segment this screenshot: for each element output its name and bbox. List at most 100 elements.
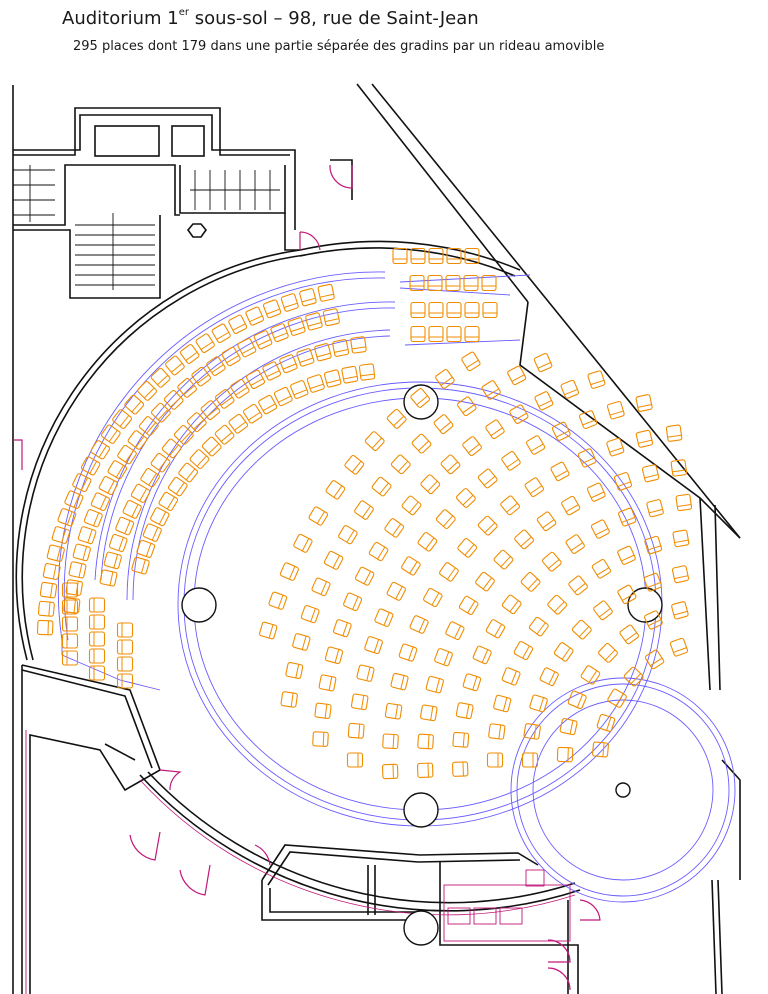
seat — [417, 733, 435, 750]
seat — [337, 524, 359, 546]
seat — [350, 693, 369, 711]
seat — [597, 642, 619, 664]
seat — [210, 322, 232, 344]
seat — [39, 581, 58, 599]
seat — [428, 247, 444, 265]
seat — [318, 674, 337, 692]
seat — [262, 298, 282, 319]
seat — [186, 411, 208, 433]
seat — [289, 379, 310, 400]
seat — [428, 325, 444, 343]
seat — [500, 666, 522, 687]
seat — [114, 516, 135, 536]
seat — [123, 393, 146, 416]
seat — [37, 600, 56, 617]
seat — [306, 373, 326, 394]
seat — [670, 600, 690, 620]
curtain-lines — [57, 271, 736, 903]
seat — [592, 599, 614, 622]
seat — [400, 494, 423, 517]
seat — [586, 481, 607, 503]
seat — [324, 479, 347, 501]
seat — [579, 664, 602, 686]
floor-plan — [12, 83, 741, 994]
seat — [220, 345, 242, 368]
central-seating — [258, 350, 693, 780]
seat — [533, 390, 555, 412]
seat — [464, 325, 480, 343]
seat — [425, 675, 445, 694]
seat — [456, 537, 478, 559]
seat — [291, 632, 311, 652]
seat — [410, 301, 426, 319]
seat — [46, 544, 66, 563]
seat — [439, 453, 462, 476]
seat — [392, 247, 408, 265]
seat — [313, 342, 333, 362]
seat — [546, 593, 569, 616]
seat — [486, 752, 504, 768]
seat — [314, 702, 332, 720]
seat — [307, 505, 329, 527]
seat — [484, 618, 507, 640]
seat — [645, 498, 665, 518]
seat — [410, 325, 426, 343]
seat — [385, 407, 408, 430]
seat — [433, 647, 454, 667]
seat — [354, 565, 376, 587]
seat — [332, 618, 353, 638]
seat — [61, 633, 79, 649]
seat — [455, 487, 477, 509]
seat — [317, 283, 336, 303]
seat — [83, 508, 104, 529]
seat — [179, 343, 201, 365]
seat — [99, 569, 118, 587]
seat — [157, 490, 179, 512]
seat — [427, 274, 443, 292]
seat — [242, 403, 264, 425]
seat — [121, 499, 143, 520]
seat — [464, 301, 480, 319]
seat — [552, 641, 575, 663]
seat — [103, 551, 123, 570]
seat — [422, 587, 444, 608]
seat — [499, 494, 521, 517]
seat — [88, 597, 106, 613]
seat — [500, 593, 523, 616]
seat — [72, 543, 92, 562]
seat — [88, 648, 106, 664]
seat — [323, 550, 345, 571]
seat — [452, 731, 470, 748]
seat — [90, 491, 111, 512]
seat — [88, 614, 106, 630]
seat — [456, 395, 478, 418]
seat — [342, 591, 363, 612]
seat — [508, 403, 530, 425]
seat — [389, 672, 410, 691]
seat — [428, 301, 444, 319]
seat — [444, 620, 466, 641]
seat — [617, 507, 637, 528]
seat — [567, 574, 589, 597]
seat — [278, 353, 299, 374]
seat — [384, 702, 403, 720]
seat — [669, 637, 689, 658]
seat — [280, 690, 299, 709]
seat — [385, 581, 407, 602]
seat — [419, 704, 438, 722]
seat — [284, 661, 304, 680]
seat — [176, 377, 198, 399]
seat — [487, 723, 506, 740]
seat — [343, 454, 366, 476]
page-subtitle: 295 places dont 179 dans une partie sépa… — [73, 39, 605, 54]
seat — [89, 439, 111, 461]
seat — [287, 316, 307, 337]
seat — [409, 274, 425, 292]
seat — [567, 689, 588, 710]
page-title: Auditorium 1er sous-sol – 98, rue de Sai… — [62, 7, 479, 29]
seat — [492, 694, 512, 713]
seat — [347, 722, 365, 739]
seat — [616, 545, 637, 566]
seat — [116, 656, 134, 672]
seat — [512, 640, 534, 661]
